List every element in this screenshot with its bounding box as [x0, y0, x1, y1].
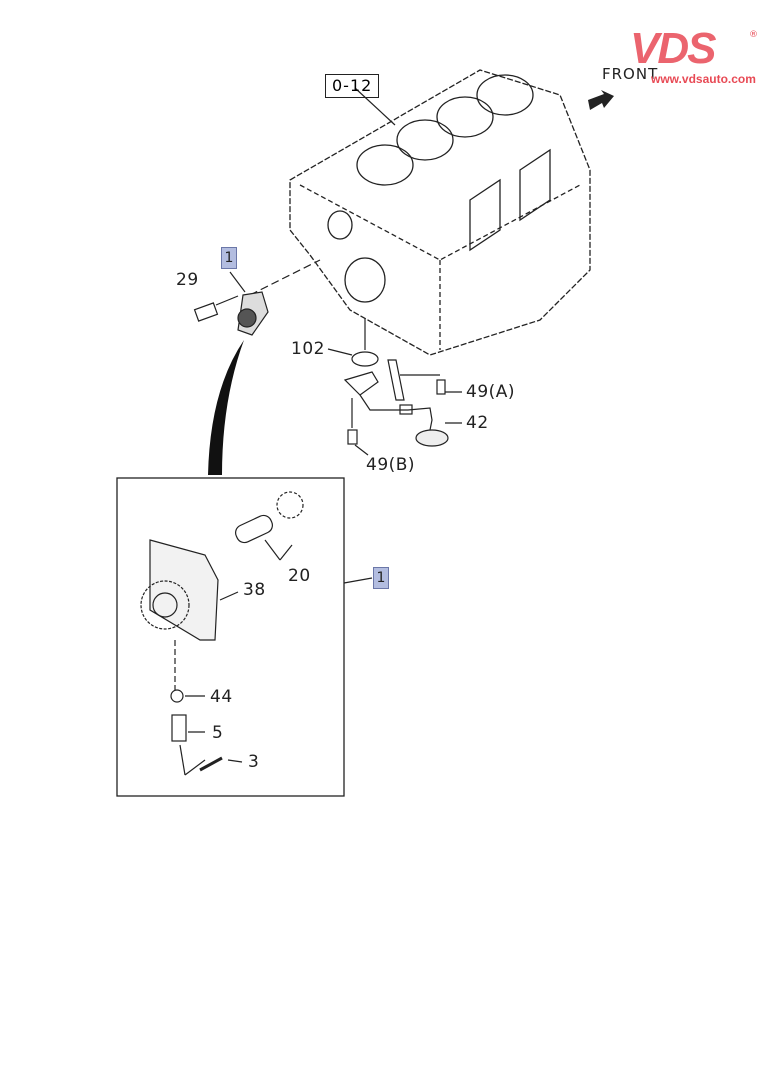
- part-label-42[interactable]: 42: [466, 413, 489, 433]
- oil-pump-assembly: [193, 259, 462, 456]
- pump-detail: [140, 491, 304, 776]
- part-label-102[interactable]: 102: [291, 339, 325, 359]
- part-label-49b[interactable]: 49(B): [366, 455, 416, 475]
- part-label-38[interactable]: 38: [243, 580, 266, 600]
- front-label: FRONT: [602, 65, 659, 83]
- watermark-registered: ®: [749, 30, 758, 40]
- watermark-logo: VDS: [630, 24, 716, 73]
- detail-frame: [116, 477, 345, 797]
- detail-callout-leader: [343, 577, 373, 584]
- watermark-url: www.vdsauto.com: [651, 72, 756, 86]
- engine-block: [289, 69, 591, 356]
- part-label-5[interactable]: 5: [212, 723, 224, 743]
- callout-detail[interactable]: 1: [373, 567, 389, 589]
- part-label-20[interactable]: 20: [288, 566, 311, 586]
- detail-pointer: [208, 340, 244, 475]
- callout-main[interactable]: 1: [221, 247, 237, 269]
- reference-leader: [354, 87, 396, 126]
- reference-label[interactable]: 0-12: [325, 74, 380, 98]
- part-label-29[interactable]: 29: [176, 270, 199, 290]
- part-label-44[interactable]: 44: [210, 687, 233, 707]
- part-label-3[interactable]: 3: [248, 752, 260, 772]
- part-label-49a[interactable]: 49(A): [466, 382, 516, 402]
- front-arrow-icon: [588, 90, 614, 110]
